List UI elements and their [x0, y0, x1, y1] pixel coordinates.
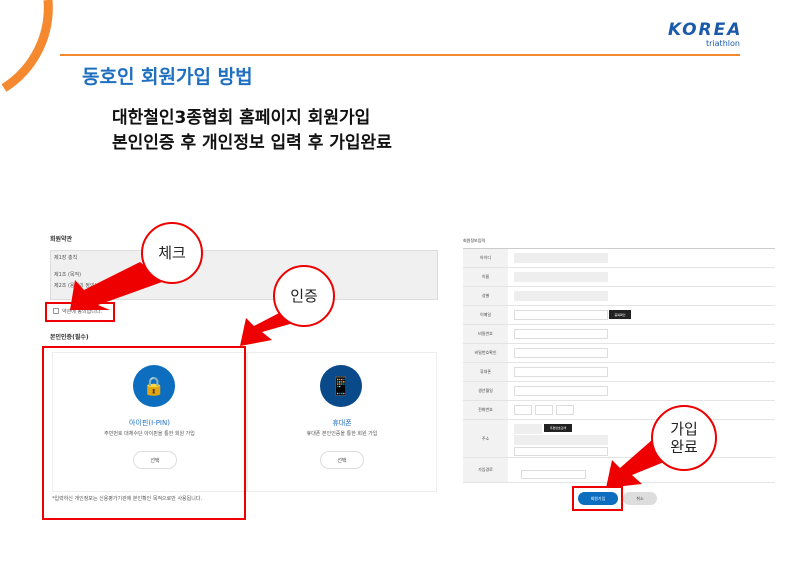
phone-option-card[interactable]: 📱 휴대폰 휴대폰 본인인증을 통한 회원 가입 선택 [247, 352, 437, 492]
address-detail-input[interactable] [514, 447, 608, 456]
phone-part-input[interactable] [514, 405, 532, 415]
ipin-title: 아이핀(I-PIN) [129, 419, 170, 427]
form-row: 비밀번호 [463, 325, 775, 344]
form-row-label: 아이디 [463, 249, 508, 267]
form-input[interactable] [514, 272, 608, 282]
submit-button[interactable]: 회원가입 [578, 492, 618, 505]
form-input[interactable] [514, 367, 608, 377]
privacy-note: *입력하신 개인정보는 신용평가기관에 본인확인 목적으로만 사용됩니다. [52, 496, 203, 502]
cancel-button[interactable]: 취소 [623, 492, 657, 505]
form-row: 주소 우편번호검색 [463, 420, 775, 458]
check-duplicate-button[interactable]: 중복확인 [609, 310, 631, 319]
form-row: 성별 [463, 287, 775, 306]
page-title: 동호인 회원가입 방법 [82, 66, 253, 88]
logo-sub: triathlon [706, 39, 740, 48]
form-row-label: 주소 [463, 420, 508, 457]
form-input[interactable] [514, 310, 608, 320]
form-row-label: 이름 [463, 268, 508, 286]
form-heading: 회원정보입력 [463, 238, 486, 243]
highlight-box-submit [572, 486, 623, 511]
phone-part-input[interactable] [535, 405, 553, 415]
form-row-label: 휴대폰 [463, 363, 508, 381]
join-path-input[interactable] [521, 470, 586, 479]
arrow-check [70, 262, 162, 310]
form-row-label: 비밀번호확인 [463, 344, 508, 362]
address-input[interactable] [514, 435, 608, 445]
form-row-label: 가입경로 [463, 458, 508, 482]
form-input[interactable] [514, 253, 608, 263]
form-row-label: 성별 [463, 287, 508, 305]
callout-auth: 인증 [273, 265, 335, 327]
form-input[interactable] [514, 348, 608, 358]
form-top-border [463, 248, 775, 249]
zipcode-input[interactable] [514, 424, 542, 434]
form-row: 아이디 [463, 249, 775, 268]
phone-part-input[interactable] [556, 405, 574, 415]
form-input[interactable] [514, 329, 608, 339]
ipin-option-card[interactable]: 🔒 아이핀(I-PIN) 주민번호 대체수단 아이핀을 통한 회원 가입 선택 [52, 352, 247, 492]
phone-title: 휴대폰 [332, 419, 352, 427]
decorative-arc [1, 0, 53, 92]
phone-lock-icon: 📱 [320, 365, 362, 407]
phone-desc: 휴대폰 본인인증을 통한 회원 가입 [306, 431, 378, 437]
zip-search-button[interactable]: 우편번호검색 [544, 424, 572, 432]
terms-line: 제1조 (목적) [54, 272, 82, 278]
header-divider [60, 54, 740, 56]
terms-heading: 회원약관 [50, 236, 73, 243]
ipin-desc: 주민번호 대체수단 아이핀을 통한 회원 가입 [104, 431, 195, 437]
callout-done: 가입 완료 [651, 405, 717, 471]
phone-select-button[interactable]: 선택 [320, 451, 364, 469]
form-row-label: 생년월일 [463, 382, 508, 400]
form-input[interactable] [514, 386, 608, 396]
logo: KOREA [668, 20, 743, 40]
form-row: 생년월일 [463, 382, 775, 401]
terms-line: 제1장 총칙 [54, 255, 78, 261]
highlight-box-ipin [42, 346, 246, 520]
ipin-select-button[interactable]: 선택 [133, 451, 177, 469]
form-input[interactable] [514, 291, 608, 301]
agree-label: 약관에 동의합니다. [62, 309, 102, 315]
form-row-label: 전화번호 [463, 401, 508, 419]
subtitle-line-1: 대한철인3종협회 홈페이지 회원가입 [112, 108, 371, 128]
lock-icon: 🔒 [133, 365, 175, 407]
agree-checkbox[interactable] [53, 308, 59, 314]
form-row: 전화번호 [463, 401, 775, 420]
form-row-label: 이메일 [463, 306, 508, 324]
form-row: 이메일 중복확인 [463, 306, 775, 325]
callout-check: 체크 [141, 222, 203, 284]
auth-heading: 본인인증(필수) [50, 334, 89, 341]
form-row-label: 비밀번호 [463, 325, 508, 343]
subtitle-line-2: 본인인증 후 개인정보 입력 후 가입완료 [112, 133, 392, 153]
form-row: 비밀번호확인 [463, 344, 775, 363]
form-row: 이름 [463, 268, 775, 287]
form-row: 휴대폰 [463, 363, 775, 382]
